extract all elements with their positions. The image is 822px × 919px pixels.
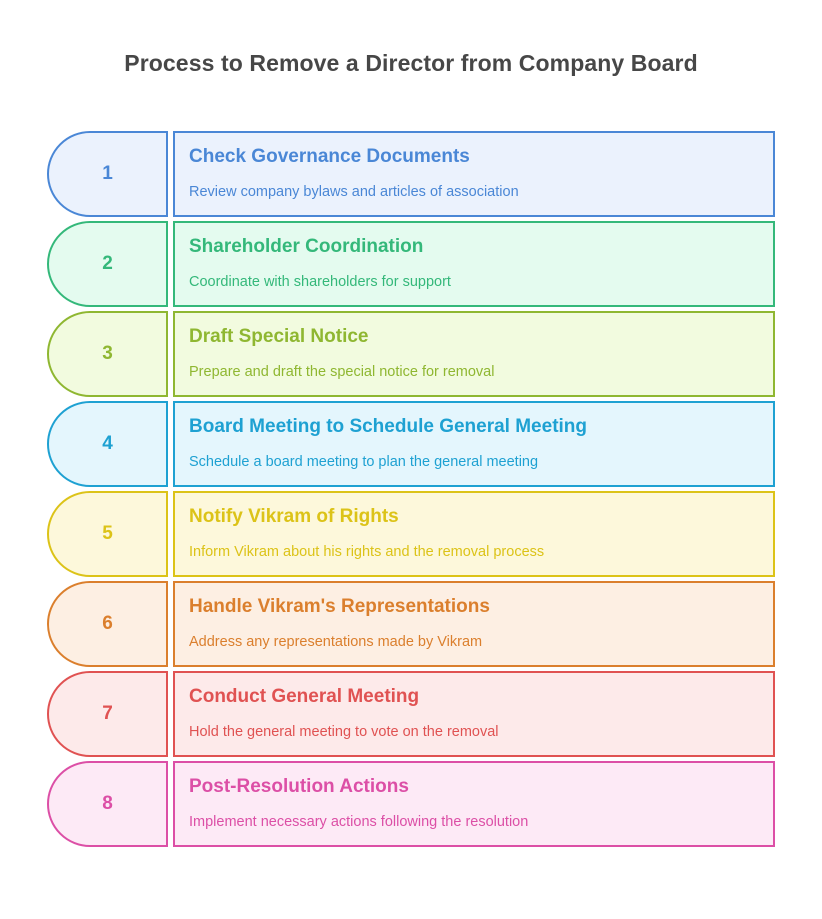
step-description: Review company bylaws and articles of as… [189,184,519,200]
step-title: Handle Vikram's Representations [189,596,490,617]
step-number-tab: 7 [47,671,168,757]
step-number-tab: 3 [47,311,168,397]
step-description: Implement necessary actions following th… [189,814,529,830]
step-number: 7 [102,703,113,724]
step-title: Check Governance Documents [189,146,470,167]
step-number-tab: 4 [47,401,168,487]
step-number: 3 [102,343,113,364]
step-number: 1 [102,163,113,184]
step-number: 6 [102,613,113,634]
step-content: Board Meeting to Schedule General Meetin… [173,401,775,487]
step-content: Check Governance Documents Review compan… [173,131,775,217]
step-description: Prepare and draft the special notice for… [189,364,495,380]
step-content: Post-Resolution Actions Implement necess… [173,761,775,847]
step-number-tab: 2 [47,221,168,307]
step-content: Draft Special Notice Prepare and draft t… [173,311,775,397]
step-number-tab: 5 [47,491,168,577]
step-title: Shareholder Coordination [189,236,424,257]
step-description: Coordinate with shareholders for support [189,274,451,290]
step-title: Post-Resolution Actions [189,776,409,797]
page-title: Process to Remove a Director from Compan… [124,50,698,76]
step-number-tab: 8 [47,761,168,847]
step-content: Shareholder Coordination Coordinate with… [173,221,775,307]
step-number-tab: 1 [47,131,168,217]
step-number-tab: 6 [47,581,168,667]
step-3: 3 Draft Special Notice Prepare and draft… [47,311,775,397]
step-4: 4 Board Meeting to Schedule General Meet… [47,401,775,487]
step-title: Board Meeting to Schedule General Meetin… [189,416,588,437]
step-content: Conduct General Meeting Hold the general… [173,671,775,757]
step-number: 2 [102,253,113,274]
step-content: Notify Vikram of Rights Inform Vikram ab… [173,491,775,577]
step-2: 2 Shareholder Coordination Coordinate wi… [47,221,775,307]
step-title: Draft Special Notice [189,326,369,347]
step-description: Hold the general meeting to vote on the … [189,724,499,740]
step-1: 1 Check Governance Documents Review comp… [47,131,775,217]
step-title: Conduct General Meeting [189,686,420,707]
step-description: Inform Vikram about his rights and the r… [189,544,545,560]
step-7: 7 Conduct General Meeting Hold the gener… [47,671,775,757]
step-6: 6 Handle Vikram's Representations Addres… [47,581,775,667]
step-number: 8 [102,793,113,814]
step-content: Handle Vikram's Representations Address … [173,581,775,667]
step-number: 5 [102,523,113,544]
step-5: 5 Notify Vikram of Rights Inform Vikram … [47,491,775,577]
step-description: Address any representations made by Vikr… [189,634,483,650]
step-description: Schedule a board meeting to plan the gen… [189,454,539,470]
step-8: 8 Post-Resolution Actions Implement nece… [47,761,775,847]
step-title: Notify Vikram of Rights [189,506,399,527]
step-number: 4 [102,433,113,454]
